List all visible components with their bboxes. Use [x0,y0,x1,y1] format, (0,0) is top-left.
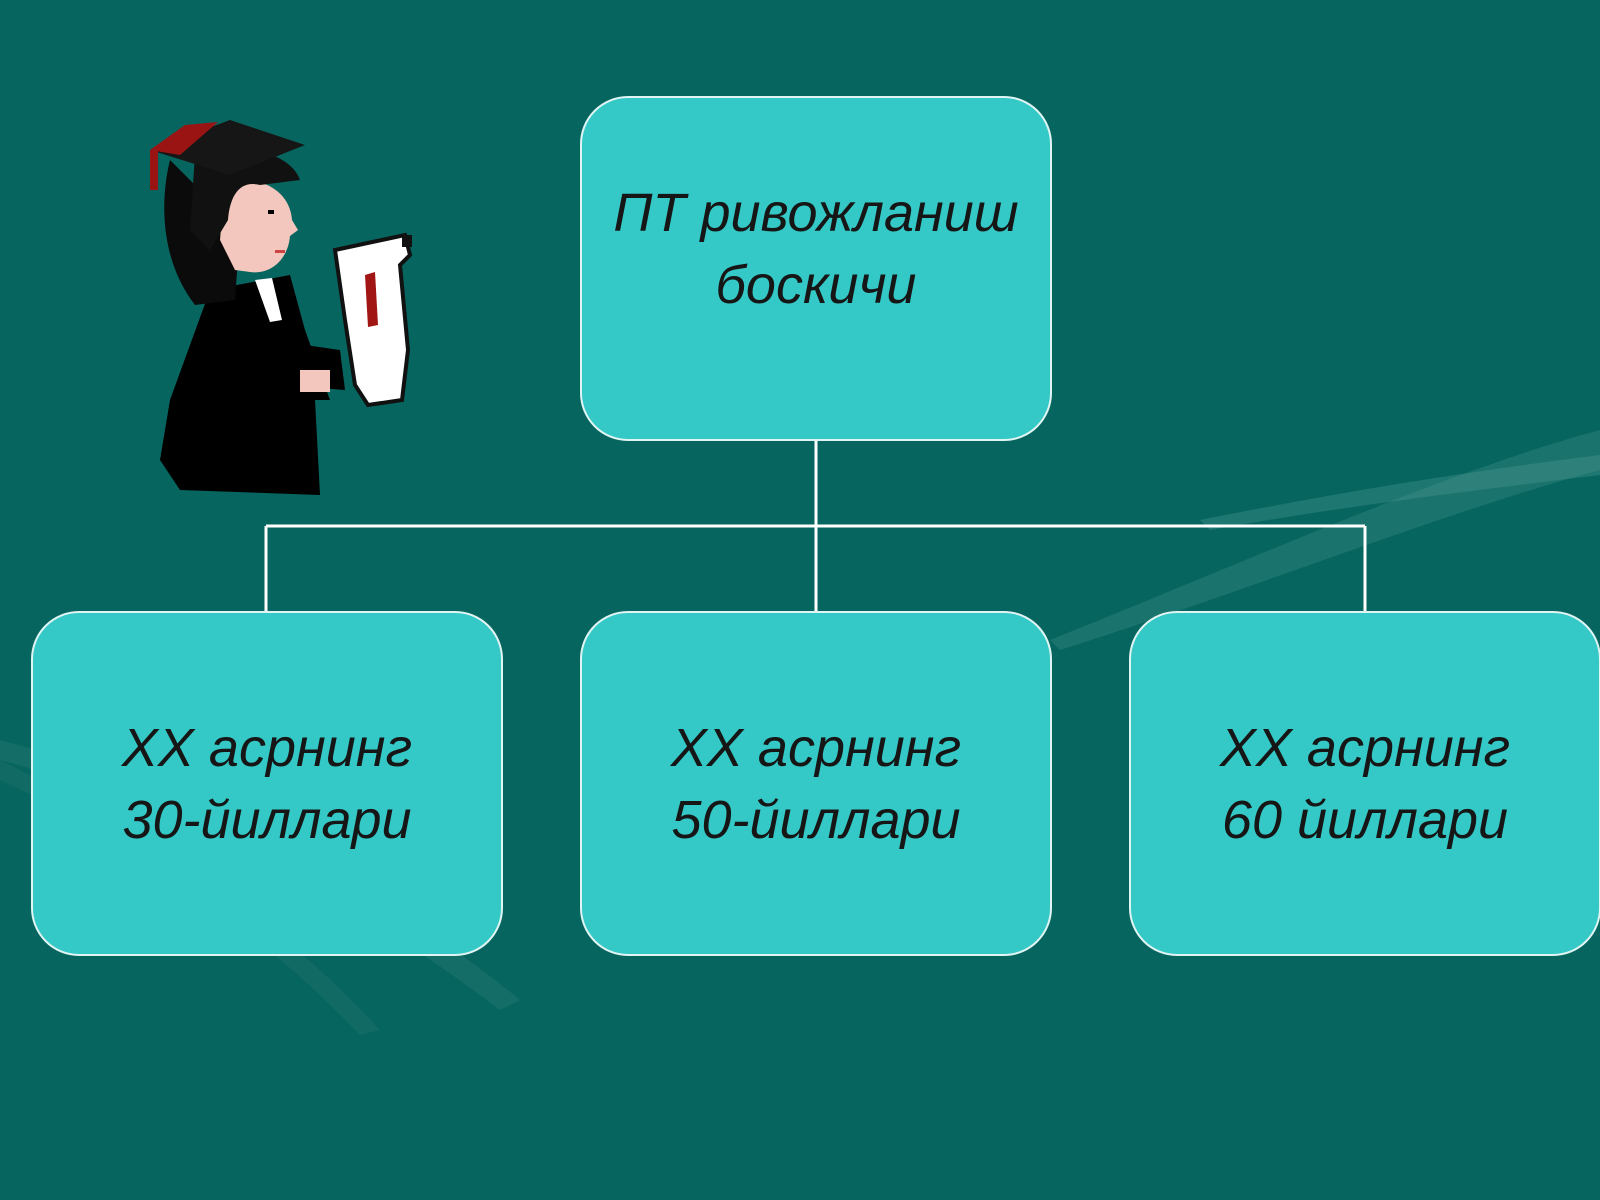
child-node-1-line-2: 30-йиллари [122,789,412,850]
child-node-2: XX асрнинг 50-йиллари [580,611,1052,956]
child-node-2-line-2: 50-йиллари [671,789,961,850]
root-node: ПТ ривожланиш боскичи [580,96,1052,441]
child-node-3: XX асрнинг 60 йиллари [1129,611,1600,956]
root-node-line-1: ПТ ривожланиш [613,182,1019,243]
child-node-3-line-1: XX асрнинг [1219,717,1511,778]
child-node-3-line-2: 60 йиллари [1221,789,1509,850]
child-node-2-line-1: XX асрнинг [670,717,962,778]
graduate-clipart [150,120,413,495]
child-node-1: XX асрнинг 30-йиллари [31,611,503,956]
root-node-line-2: боскичи [715,254,917,315]
child-node-1-line-1: XX асрнинг [121,717,413,778]
